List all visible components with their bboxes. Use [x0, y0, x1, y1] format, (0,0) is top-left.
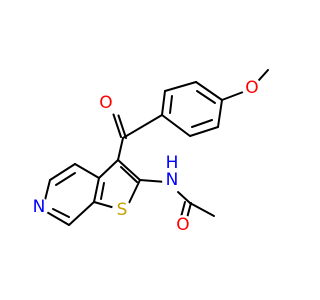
atom-label-nitrogen-pyridine: N: [33, 197, 46, 217]
atom-oxygen-ketone: O: [96, 93, 116, 113]
bond-ketone-thiophene: [117, 137, 124, 161]
atom-hydrogen-amide: H: [163, 153, 181, 173]
bond-thiophene-c7a-c3a-inner: [100, 182, 105, 200]
bond-ketone-aryl: [122, 114, 163, 139]
bond-aryl-2: [164, 81, 197, 92]
molecule-structure-diagram: O O S N N H O: [29, 69, 269, 235]
atom-nitrogen-pyridine: N: [29, 197, 49, 217]
atom-sulfur: S: [112, 200, 132, 220]
bond-aryl-1: [161, 90, 166, 116]
bonds: [44, 69, 269, 226]
bond-pyridine-n-c7: [44, 210, 70, 226]
bond-thiophene-c2-s: [128, 179, 141, 204]
atom-oxygen-amide: O: [173, 215, 193, 235]
bond-pyridine-n-c7-inner: [52, 208, 70, 218]
bond-thiophene-c3-c2-b: [120, 166, 138, 183]
atom-label-hydrogen-amide: H: [166, 153, 179, 173]
bond-ketone-double-b: [112, 113, 122, 138]
bond-pyridine-c4-c5-inner: [55, 172, 76, 186]
bond-amide-double-a: [186, 202, 192, 219]
bond-aryl-6: [161, 114, 191, 137]
atom-label-oxygen-ketone: O: [99, 93, 112, 113]
bond-pyridine-c3a-c4: [74, 163, 100, 179]
bond-thiophene-c7a-c3a: [93, 177, 100, 203]
atom-label-nitrogen-amide: N: [166, 170, 179, 190]
atom-label-oxygen-methoxy: O: [245, 78, 258, 98]
bond-ketone-double-a: [117, 114, 127, 139]
bond-aryl-5-inner: [191, 119, 213, 128]
bond-pyridine-c5-n: [44, 179, 51, 201]
bond-thiophene-c3-c2-a: [117, 159, 141, 181]
bond-nh-acyl-c: [177, 191, 191, 204]
bond-acyl-c-ch3: [189, 202, 215, 217]
bond-aryl-4: [217, 99, 223, 128]
bond-c2-nh: [139, 179, 167, 183]
atom-label-sulfur: S: [117, 200, 128, 220]
atom-label-oxygen-amide: O: [176, 215, 189, 235]
bond-thiophene-c3-c3a: [98, 159, 119, 179]
atom-oxygen-methoxy: O: [242, 78, 262, 98]
bond-amide-double-b: [180, 201, 186, 218]
bond-aryl-3-inner: [196, 90, 216, 104]
bond-aryl-5: [189, 126, 219, 137]
bond-pyridine-c7-c7a: [68, 201, 95, 226]
bond-aryl-3: [195, 81, 223, 101]
atom-labels: O O S N N H O: [29, 78, 262, 235]
bond-aryl-1-inner: [169, 95, 173, 114]
bond-pyridine-c4-c5: [49, 163, 76, 181]
bond-thiophene-s-c7a: [93, 201, 116, 209]
atom-nitrogen-amide: N: [162, 170, 182, 190]
